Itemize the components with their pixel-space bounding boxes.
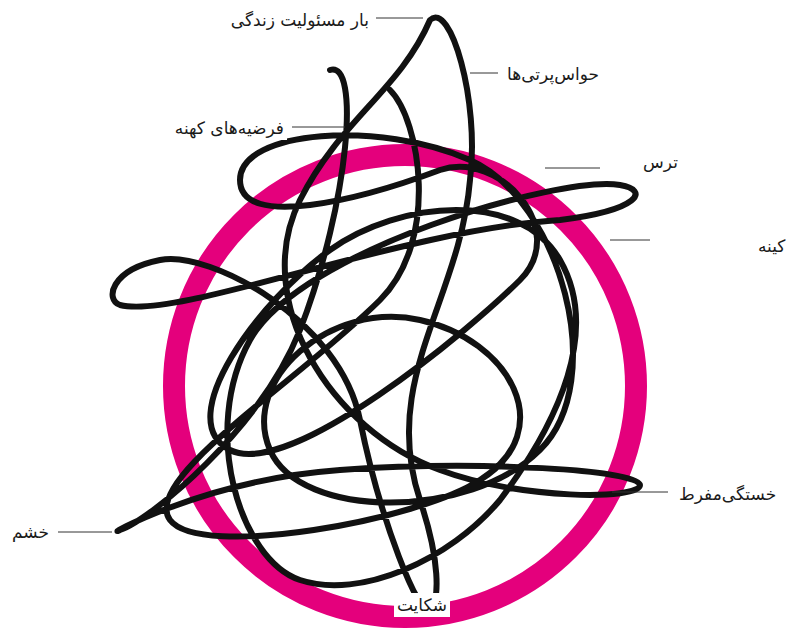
- callout-label: فرضیه‌های کهنه: [172, 116, 287, 140]
- leader-line: [376, 18, 423, 19]
- callout-label: ترس: [640, 150, 681, 174]
- leader-line: [58, 532, 112, 533]
- tangle-scribble: [113, 17, 640, 610]
- callout-label: خشم: [9, 520, 52, 544]
- leader-line: [292, 127, 345, 128]
- callout-label: بار مسئولیت زندگی: [228, 8, 372, 32]
- leader-lines: [58, 18, 668, 532]
- leader-line: [612, 492, 668, 493]
- callout-label: حواس‌پرتی‌ها: [504, 62, 602, 86]
- callout-label: شکایت: [394, 593, 450, 617]
- callout-label: کینه: [755, 234, 788, 258]
- callout-label: خستگی‌مفرط: [676, 482, 779, 506]
- leader-line: [470, 73, 498, 74]
- leader-line: [610, 240, 650, 241]
- leader-line: [545, 168, 600, 169]
